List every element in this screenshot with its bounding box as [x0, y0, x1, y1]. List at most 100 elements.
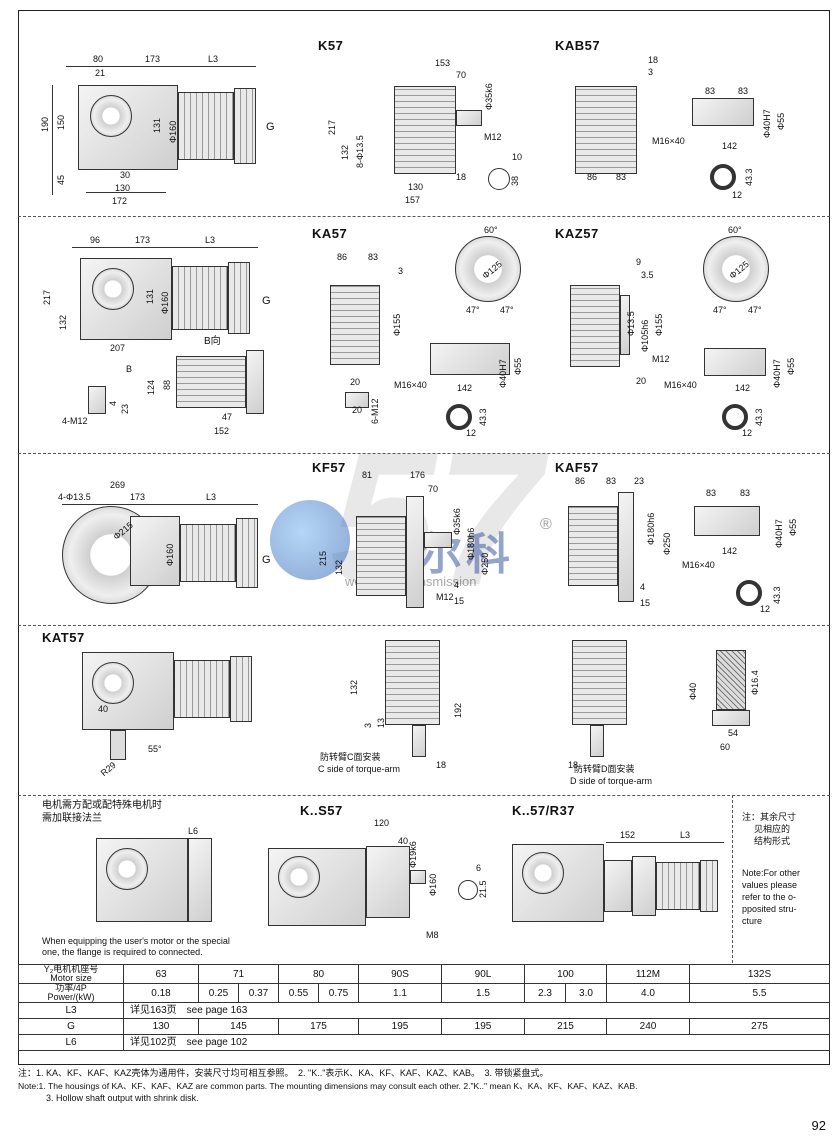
table-cell: 0.55 [278, 983, 319, 1003]
table-cell: 145 [198, 1018, 279, 1035]
dim-label: 23 [120, 403, 130, 414]
dim-label: M12 [652, 354, 670, 364]
dim-label: 38 [510, 175, 520, 186]
dim-label: 173 [130, 492, 146, 502]
dim-label: Φ55 [786, 357, 796, 375]
dim-label: 96 [90, 235, 101, 245]
dim-label: 6 [476, 863, 482, 873]
dim-label: Φ40 [688, 682, 698, 700]
dim-label: 40 [98, 704, 109, 714]
dim-label: 4 [640, 582, 646, 592]
dim-label: M16×40 [682, 560, 715, 570]
dim-label: Φ250 [480, 552, 490, 575]
dim-label: 83 [705, 86, 716, 96]
dim-label: 172 [112, 196, 128, 206]
dim-label: Φ180h6 [646, 512, 656, 545]
dim-label: Φ160 [168, 120, 178, 143]
dim-label: 3 [648, 67, 654, 77]
dim-label: 6-M12 [370, 398, 380, 424]
section-title-kr37: K..57/R37 [512, 803, 576, 818]
dim-label: L3 [205, 235, 216, 245]
section-title-ka57: KA57 [312, 226, 348, 241]
dim-label: G [266, 121, 275, 133]
dim-label: 192 [453, 702, 463, 718]
dim-label: 43.3 [772, 586, 782, 604]
dim-label: 23 [634, 476, 645, 486]
dim-label: L3 [680, 830, 691, 840]
dim-label: 21 [95, 68, 106, 78]
dim-label: 20 [636, 376, 647, 386]
dim-label: 217 [42, 289, 52, 305]
c-side-cn: 防转臂C面安装 [320, 752, 381, 762]
dim-label: Φ155 [654, 313, 664, 336]
side-note-en-1: Note:For other [742, 868, 801, 878]
dim-label: 173 [145, 54, 161, 64]
table-cell: 详见102页 see page 102 [123, 1034, 830, 1051]
dim-label: M16×40 [664, 380, 697, 390]
section-title-kaz57: KAZ57 [555, 226, 599, 241]
dim-label: 207 [110, 343, 126, 353]
dim-label: B向 [204, 336, 221, 347]
dim-label: 47 [222, 412, 233, 422]
separator [18, 216, 830, 217]
dim-label: 153 [435, 58, 451, 68]
side-note-en-5: cture [742, 916, 763, 926]
dim-label: Φ55 [513, 357, 523, 375]
dim-label: L3 [206, 492, 217, 502]
dim-label: 173 [135, 235, 151, 245]
dim-label: Φ55 [788, 518, 798, 536]
dim-label: M16×40 [652, 136, 685, 146]
table-cell: 0.25 [198, 983, 239, 1003]
separator [18, 795, 830, 796]
table-row: L3 详见163页 see page 163 [18, 1002, 830, 1019]
dim-label: 131 [145, 288, 155, 304]
row-header-l3: L3 [18, 1002, 124, 1019]
dim-label: Φ160 [160, 291, 170, 314]
table-cell: 90S [358, 964, 442, 984]
dim-label: 4-M12 [62, 416, 88, 426]
dim-label: 60° [484, 225, 498, 235]
dim-label: Φ160 [428, 873, 438, 896]
table-cell: 275 [689, 1018, 830, 1035]
page-number: 92 [811, 1118, 826, 1133]
table-cell: 112M [606, 964, 690, 984]
dim-label: 83 [738, 86, 749, 96]
dim-label: 142 [722, 546, 738, 556]
table-cell: 0.75 [318, 983, 359, 1003]
dim-label: B [126, 364, 133, 374]
dim-label: 83 [740, 488, 751, 498]
dim-label: 142 [735, 383, 751, 393]
c-side-en: C side of torque-arm [318, 764, 401, 774]
table-cell: 0.18 [123, 983, 199, 1003]
dim-label: 43.3 [744, 168, 754, 186]
motor-note-en-1: When equipping the user's motor or the s… [42, 936, 230, 946]
dim-label: 83 [368, 252, 379, 262]
footnote-en-1: Note:1. The housings of KA、KF、KAF、KAZ ar… [18, 1081, 638, 1091]
dim-label: 60° [728, 225, 742, 235]
dim-label: 3 [363, 722, 373, 728]
table-cell: 132S [689, 964, 830, 984]
dim-label: 132 [58, 314, 68, 330]
table-cell: 详见163页 see page 163 [123, 1002, 830, 1019]
dim-label: 15 [454, 596, 465, 606]
dim-label: 40 [398, 836, 409, 846]
dim-label: 142 [457, 383, 473, 393]
dim-label: 47° [748, 305, 762, 315]
separator [18, 625, 830, 626]
dim-label: Φ40H7 [774, 519, 784, 548]
dim-label: 130 [408, 182, 424, 192]
dim-label: 217 [327, 119, 337, 135]
dim-label: G [262, 554, 271, 566]
dim-label: M12 [436, 592, 454, 602]
dim-label: 8-Φ13.5 [355, 135, 365, 168]
row-header-en: Power/(kW) [47, 992, 95, 1002]
dim-label: L6 [188, 826, 199, 836]
row-header-power: 功率/4P Power/(kW) [18, 983, 124, 1003]
dim-label: 30 [120, 170, 131, 180]
table-cell: 100 [524, 964, 607, 984]
page-frame [18, 10, 830, 1065]
table-row: L6 详见102页 see page 102 [18, 1034, 830, 1051]
separator [18, 453, 830, 454]
dim-label: 130 [115, 183, 131, 193]
dim-label: 3 [398, 266, 404, 276]
